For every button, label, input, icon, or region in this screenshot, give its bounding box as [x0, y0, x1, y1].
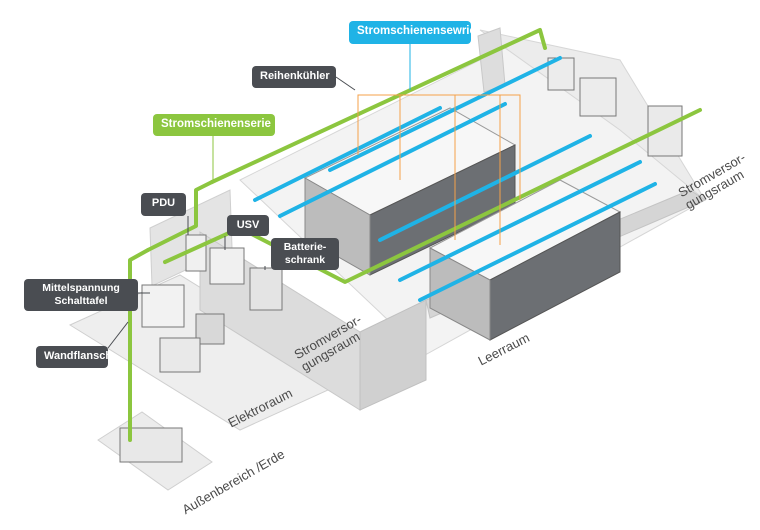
leader-row-cooler — [335, 76, 356, 91]
mv-switchboard-callout: Mittelspannung Schalttafel — [24, 279, 138, 311]
busway-green-feeder — [146, 180, 214, 252]
busway-blue-run-4 — [378, 134, 592, 242]
busway-blue-run-6 — [418, 182, 657, 302]
right-room-ups — [579, 77, 617, 117]
rack-block-lower — [428, 179, 622, 341]
partition-wall-front — [359, 299, 427, 411]
battery-cabinet-callout: Batterie-schrank — [271, 238, 339, 270]
busway-green-horizontal — [210, 28, 547, 184]
busway-blue-callout: Stromschienensewrie — [349, 21, 476, 44]
ups-callout: USV — [227, 215, 269, 236]
busway-green-callout: Stromschienenserie — [153, 114, 275, 136]
rack-block-upper-side — [304, 177, 371, 276]
pdu-callout: PDU — [141, 193, 186, 216]
ups-cabinet — [209, 247, 245, 285]
row-cooler-callout: Reihenkühler — [252, 66, 336, 88]
rack-block-lower-side — [429, 247, 491, 341]
busway-blue-run-5 — [398, 160, 642, 282]
busway-green-riser — [128, 248, 150, 442]
battery-cabinet — [249, 267, 283, 311]
leader-orange-bracket — [357, 94, 521, 200]
leader-lines — [107, 44, 521, 349]
busway-blue — [253, 56, 657, 302]
transformer — [195, 313, 225, 345]
busway-blue-run-1 — [253, 106, 442, 202]
mv-switchboard-cabinet — [141, 284, 185, 328]
wall-flange-callout: Wandflansch — [36, 346, 112, 368]
busway-blue-run-3 — [328, 56, 562, 172]
switchgear-lineup — [159, 337, 201, 373]
leader-wandflansch — [107, 321, 129, 349]
busway-blue-run-2 — [278, 102, 507, 218]
